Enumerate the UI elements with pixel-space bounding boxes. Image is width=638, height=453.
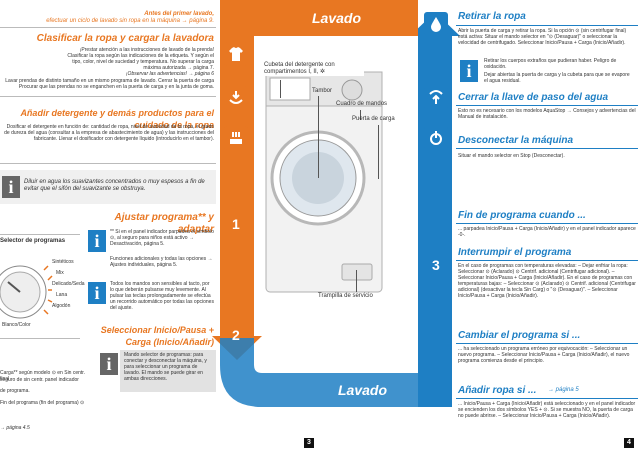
heading-add-laundry: Añadir ropa si ... bbox=[458, 385, 537, 396]
remove-laundry-text: Abrir la puerta de carga y retirar la ro… bbox=[458, 28, 627, 46]
washing-machine-illustration bbox=[265, 71, 383, 293]
before-title: Antes del primer lavado, bbox=[144, 11, 214, 17]
info-icon: i bbox=[460, 60, 478, 82]
program-dial-graphic[interactable] bbox=[0, 252, 80, 334]
dial-label-3: Lana bbox=[56, 292, 68, 298]
water-tap-icon bbox=[424, 12, 448, 36]
label-drum: Tambor bbox=[312, 88, 333, 94]
interrupt-program-text: En el caso de programas con temperaturas… bbox=[458, 263, 636, 299]
remove-bullet-1: Dejar abiertas la puerta de carga y la c… bbox=[484, 72, 630, 84]
label-control-panel: Cuadro de mandos bbox=[336, 101, 388, 107]
sort-laundry-text: ¡Prestar atención a las instrucciones de… bbox=[67, 47, 214, 71]
sort-laundry-text-2: Lavar prendas de distinto tamaño en un m… bbox=[5, 78, 214, 90]
heading-remove-laundry: Retirar la ropa bbox=[458, 11, 526, 22]
dial-description-box bbox=[120, 350, 216, 392]
dial-label-4: Algodón bbox=[52, 303, 71, 309]
label-detergent-drawer: Cubeta del detergente con compartimentos… bbox=[264, 62, 364, 76]
heading-sort-laundry: Clasificar la ropa y cargar la lavadora bbox=[36, 33, 214, 44]
program-note-2: Funciones adicionales y todas las opcion… bbox=[110, 256, 213, 268]
page-number-right: 4 bbox=[624, 438, 634, 448]
label-line-door bbox=[378, 125, 379, 179]
unload-icon bbox=[424, 86, 448, 110]
heading-interrupt-program: Interrumpir el programa bbox=[458, 247, 572, 258]
divider bbox=[456, 260, 638, 261]
step-number-3: 3 bbox=[432, 257, 440, 273]
tip-text: Diluir en agua los suavizantes concentra… bbox=[24, 179, 205, 192]
add-laundry-icon bbox=[224, 86, 248, 110]
divider bbox=[456, 105, 638, 106]
divider bbox=[0, 234, 80, 235]
info-icon: i bbox=[2, 176, 20, 198]
heading-program-end: Fin de programa cuando ... bbox=[458, 210, 586, 221]
add-laundry-page-ref: → página 5 bbox=[548, 387, 579, 393]
info-icon: i bbox=[88, 282, 106, 304]
side-line-1: seguro de sin centr. panel indicador bbox=[0, 377, 79, 383]
dial-description: Mando selector de programas: para conect… bbox=[124, 352, 207, 382]
divider bbox=[0, 163, 216, 164]
power-icon bbox=[424, 126, 448, 150]
heading-start-pause: Seleccionar Inicio/Pausa + Carga (Inicio… bbox=[100, 325, 214, 347]
heading-switch-off: Desconectar la máquina bbox=[458, 135, 574, 146]
add-laundry-text: ... Inicio/Pausa + Carga (Inicio/Añadir)… bbox=[458, 401, 636, 419]
label-line-detergent bbox=[280, 80, 281, 98]
heading-add-detergent: Añadir detergente y demás productos para… bbox=[20, 108, 214, 130]
heading-change-program: Cambiar el programa si ... bbox=[458, 330, 581, 341]
label-door: Puerta de carga bbox=[352, 116, 395, 122]
change-program-text: ... ha seleccionado un programa erróneo … bbox=[458, 346, 630, 364]
info-icon: i bbox=[100, 353, 118, 375]
step-number-1: 1 bbox=[232, 216, 240, 232]
step-number-2: 2 bbox=[232, 327, 240, 343]
divider bbox=[456, 223, 638, 224]
side-line-0: Carga** según modelo ⊙ en Sin centr. fin… bbox=[0, 370, 86, 382]
program-note-1: ** Si en el panel indicador parpadea el … bbox=[110, 229, 214, 247]
close-tap-text: Esto no es necesario con los modelos Aqu… bbox=[458, 108, 636, 120]
dial-label-2: Delicado/Seda bbox=[52, 281, 85, 287]
side-line-3: Fin del programa (fin del programa) ⊙ bbox=[0, 400, 85, 406]
warnings-text: ¡Observar las advertencias! → página 6 bbox=[125, 71, 214, 77]
program-selector-label: Selector de programas bbox=[0, 238, 66, 244]
page-number-left: 3 bbox=[304, 438, 314, 448]
side-line-2: de programa. bbox=[0, 388, 30, 394]
tip-box bbox=[0, 170, 216, 204]
divider bbox=[456, 25, 638, 26]
program-end-text: ... parpadea Inicio/Pausa + Carga (Inici… bbox=[458, 226, 636, 238]
heading-close-tap: Cerrar la llave de paso del agua bbox=[458, 92, 609, 103]
label-line-controls bbox=[360, 110, 361, 120]
add-detergent-text: Dosificar el detergente en función de: c… bbox=[4, 124, 214, 142]
divider bbox=[456, 343, 638, 344]
switch-off-text: Situar el mando selector en Stop (Descon… bbox=[458, 153, 565, 159]
remove-bullet-0: Retirar los cuerpos extraños que pudiera… bbox=[484, 58, 617, 70]
dial-label-1: Mix bbox=[56, 270, 64, 276]
divider bbox=[456, 398, 638, 399]
divider bbox=[456, 148, 638, 149]
label-service-hatch: Trampilla de servicio bbox=[318, 293, 373, 299]
touch-controls-note: Todos los mandos son sensibles al tacto,… bbox=[110, 281, 214, 311]
before-text: efectuar un ciclo de lavado sin ropa en … bbox=[46, 18, 214, 24]
divider bbox=[0, 96, 216, 97]
label-line-hatch bbox=[356, 270, 357, 292]
banner-title-top: Lavado bbox=[312, 10, 362, 26]
shirt-icon bbox=[224, 42, 248, 66]
divider bbox=[0, 27, 216, 28]
label-line-drum bbox=[318, 96, 319, 178]
side-line-4: → página 4.5 bbox=[0, 425, 30, 431]
heading-set-program: Ajustar programa** y adaptar bbox=[114, 212, 214, 235]
detergent-icon bbox=[224, 126, 248, 150]
divider bbox=[0, 338, 80, 339]
dial-label-5: Blanco/Color bbox=[2, 322, 31, 328]
banner-title-bottom: Lavado bbox=[338, 382, 388, 398]
info-icon: i bbox=[88, 230, 106, 252]
dial-label-0: Sintéticos bbox=[52, 259, 74, 265]
